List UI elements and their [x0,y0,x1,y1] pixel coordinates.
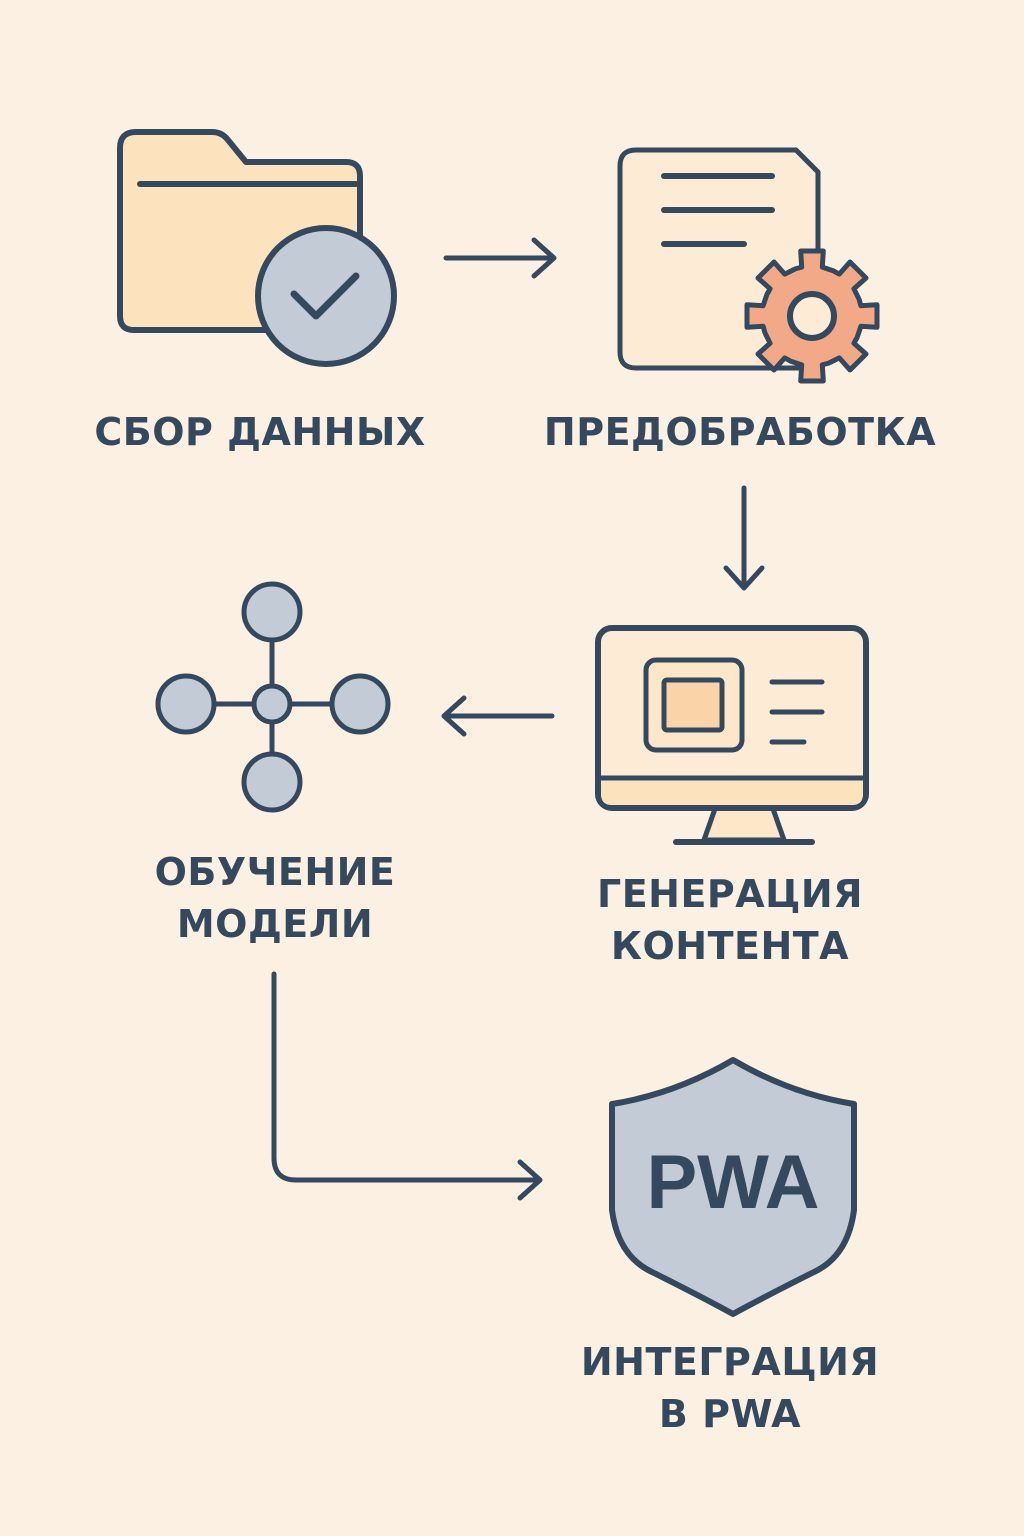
shield-pwa-text: PWA [646,1140,819,1225]
monitor-icon [595,625,869,845]
shield-pwa-icon: PWA [609,1057,857,1317]
arrow-generate-to-train [441,695,555,737]
folder-check-icon [117,129,397,367]
arrow-collect-to-preprocess [443,237,557,279]
label-collect: СБОР ДАННЫХ [94,410,426,454]
document-gear-icon [617,147,880,384]
label-integrate: ИНТЕГРАЦИЯ В PWA [580,1340,880,1436]
label-train: ОБУЧЕНИЕ МОДЕЛИ [154,850,396,946]
gear-icon [744,248,880,384]
gear-hole [787,291,837,341]
arrow-train-to-integrate [271,971,543,1201]
arrow-preprocess-to-generate [723,485,765,591]
network-nodes-icon [155,581,391,813]
label-generate: ГЕНЕРАЦИЯ КОНТЕНТА [596,872,863,968]
label-preprocess: ПРЕДОБРАБОТКА [543,410,937,454]
